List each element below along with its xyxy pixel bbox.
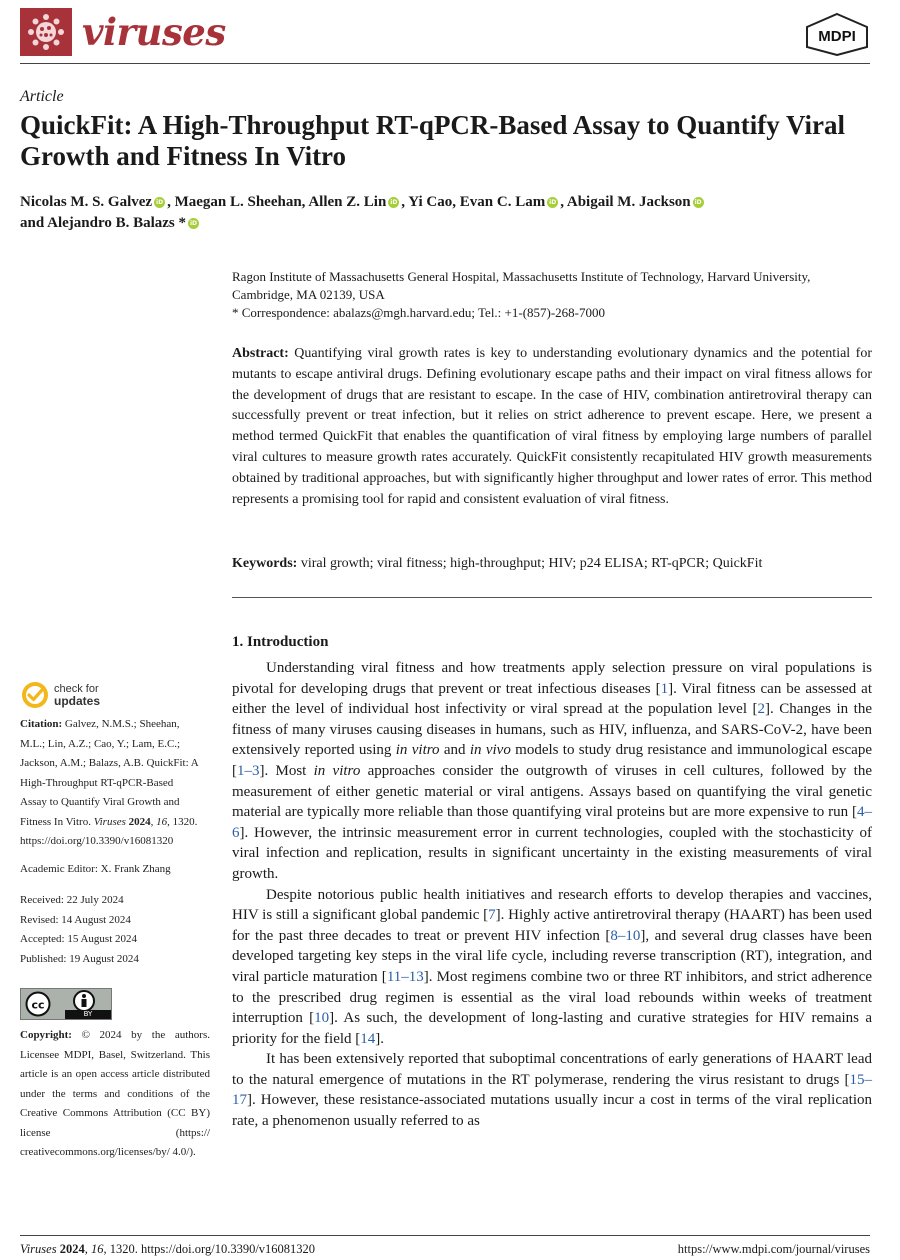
text-run: ]. Changes in the fitness of many viruse…: [232, 701, 872, 759]
accepted-date: Accepted: 15 August 2024: [20, 933, 138, 945]
footer-doi[interactable]: , 1320. https://doi.org/10.3390/v1608132…: [103, 1242, 316, 1256]
text-run: Despite notorious public health initiati…: [232, 886, 872, 924]
citation-text: Galvez, N.M.S.; Sheehan, M.L.; Lin, A.Z.…: [20, 718, 199, 828]
revised-date: Revised: 14 August 2024: [20, 913, 131, 926]
citation-link[interactable]: 4–6: [232, 804, 872, 841]
text-run: ]. However, the intrinsic measurement er…: [232, 824, 872, 882]
paragraph: Despite notorious public health initiati…: [232, 885, 872, 1050]
author-name: Nicolas M. S. Galvez: [20, 194, 153, 210]
orcid-icon[interactable]: iD: [692, 197, 704, 208]
mdpi-logo-text: MDPI: [818, 28, 856, 45]
orcid-icon[interactable]: iD: [388, 197, 400, 208]
text-run: and: [439, 742, 470, 759]
orcid-icon[interactable]: iD: [154, 197, 166, 208]
check-updates-icon: [22, 682, 48, 708]
copyright-notice: Copyright: © 2024 by the authors. Licens…: [20, 1026, 210, 1163]
italic-term: in vivo: [469, 742, 511, 759]
section-heading: 1. Introduction: [232, 634, 329, 650]
italic-term: in vitro: [313, 762, 361, 779]
text-run: ]. Highly active antiretroviral therapy …: [232, 907, 872, 944]
keywords-text: viral growth; viral fitness; high-throug…: [300, 556, 763, 571]
abstract: Abstract: Quantifying viral growth rates…: [232, 344, 872, 510]
abstract-label: Abstract:: [232, 346, 289, 361]
cc-by-license-badge[interactable]: cc BY: [20, 988, 112, 1020]
text-run: It has been extensively reported that su…: [232, 1051, 872, 1088]
article-type: Article: [20, 88, 64, 105]
citation-link[interactable]: 10: [314, 1010, 330, 1027]
mdpi-logo[interactable]: MDPI: [804, 12, 870, 61]
footer-volume: 16: [90, 1242, 104, 1256]
check-line-2: updates: [54, 693, 101, 708]
text-run: ]. Most regimens combine two or three RT…: [232, 968, 872, 1027]
citation-link[interactable]: 7: [488, 907, 496, 924]
text-run: ]. Most: [259, 762, 314, 779]
creative-commons-icon: cc: [25, 991, 51, 1017]
article-title: QuickFit: A High-Throughput RT-qPCR-Base…: [20, 110, 845, 171]
citation-volume: , 16: [150, 815, 168, 828]
citation-link[interactable]: 8–10: [610, 927, 641, 944]
citation-link[interactable]: 1–3: [237, 762, 260, 779]
citation-link[interactable]: 14: [360, 1030, 376, 1047]
text-run: approaches consider the outgrowth of vir…: [232, 762, 872, 821]
journal-name: viruses: [82, 10, 226, 54]
svg-text:cc: cc: [31, 999, 44, 1012]
author-name: , Maegan L. Sheehan, Allen Z. Lin: [167, 194, 387, 210]
received-date: Received: 22 July 2024: [20, 894, 124, 906]
virus-icon: [20, 8, 72, 56]
text-run: ], and several drug classes have been de…: [232, 927, 872, 985]
keywords-label: Keywords:: [232, 556, 298, 571]
affiliation: Ragon Institute of Massachusetts General…: [232, 269, 811, 302]
citation-year: 2024: [125, 815, 151, 828]
copyright-label: Copyright:: [20, 1029, 72, 1041]
text-run: ]. As such, the development of long-last…: [232, 1010, 872, 1047]
attribution-icon: [73, 990, 95, 1012]
footer-citation: Viruses 2024, 16, 1320. https://doi.org/…: [20, 1242, 315, 1257]
citation-doi[interactable]: , 1320. https://doi.org/10.3390/v1608132…: [20, 815, 198, 848]
author-name: and Alejandro B. Balazs *: [20, 215, 187, 231]
orcid-icon[interactable]: iD: [547, 197, 559, 208]
correspondence: * Correspondence: abalazs@mgh.harvard.ed…: [232, 305, 606, 320]
check-for-updates-button[interactable]: check for updates: [20, 680, 100, 710]
text-run: ]. Viral fitness can be assessed at eith…: [232, 680, 872, 718]
citation-journal: Viruses: [93, 815, 126, 828]
body-text: Understanding viral fitness and how trea…: [232, 658, 872, 1132]
paragraph: It has been extensively reported that su…: [232, 1049, 872, 1131]
footer-sep: ,: [84, 1242, 91, 1256]
abstract-text: Quantifying viral growth rates is key to…: [232, 346, 873, 507]
footer-year: 2024: [56, 1242, 85, 1256]
citation-block: Citation: Galvez, N.M.S.; Sheehan, M.L.;…: [20, 715, 200, 852]
italic-term: in vitro: [395, 742, 440, 759]
dates-block: Received: 22 July 2024 Revised: 14 Augus…: [20, 891, 212, 969]
abstract-divider: [232, 597, 872, 598]
footer-journal-url[interactable]: https://www.mdpi.com/journal/viruses: [677, 1242, 870, 1256]
copyright-text: © 2024 by the authors. Licensee MDPI, Ba…: [20, 1029, 210, 1158]
footer-divider: [20, 1235, 870, 1236]
academic-editor: Academic Editor: X. Frank Zhang: [20, 863, 171, 875]
text-run: models to study drug resistance and immu…: [232, 742, 872, 779]
journal-logo[interactable]: viruses: [20, 8, 226, 56]
citation-link[interactable]: 1: [660, 680, 669, 697]
author-name: , Abigail M. Jackson: [560, 194, 691, 210]
citation-label: Citation:: [20, 718, 63, 730]
published-date: Published: 19 August 2024: [20, 952, 139, 965]
citation-link[interactable]: 11–13: [386, 968, 424, 985]
keywords: Keywords: viral growth; viral fitness; h…: [232, 554, 872, 574]
orcid-icon[interactable]: iD: [188, 218, 200, 229]
text-run: ]. However, these resistance-associated …: [232, 1092, 872, 1130]
text-run: Understanding viral fitness and how trea…: [232, 660, 872, 697]
citation-link[interactable]: 15–17: [232, 1071, 872, 1109]
text-run: ].: [375, 1030, 385, 1047]
header-divider: [20, 63, 870, 64]
cc-by-label: BY: [65, 1010, 111, 1019]
check-line-1: check for: [54, 682, 99, 695]
citation-link[interactable]: 2: [757, 701, 766, 718]
footer-journal: Viruses: [20, 1242, 57, 1256]
paragraph: Understanding viral fitness and how trea…: [232, 658, 872, 885]
author-name: , Yi Cao, Evan C. Lam: [401, 194, 546, 210]
